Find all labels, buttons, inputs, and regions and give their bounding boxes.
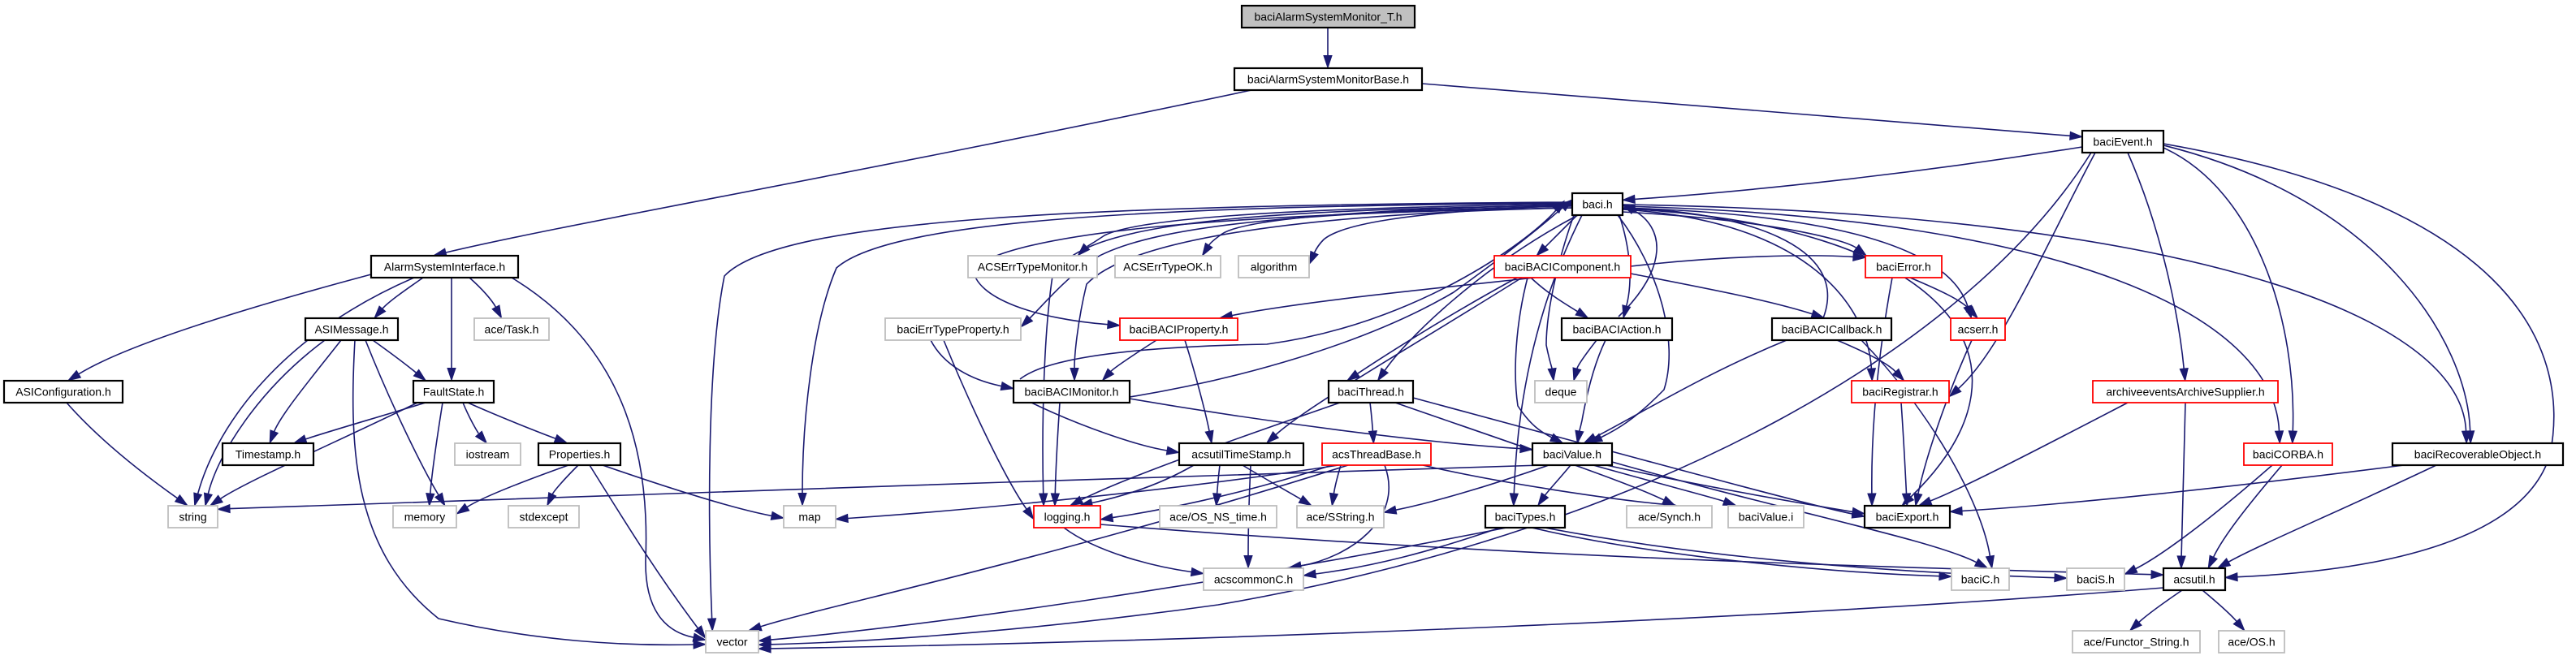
svg-text:baciError.h: baciError.h [1876,261,1931,274]
svg-text:baciValue.i: baciValue.i [1739,511,1793,524]
svg-text:string: string [179,511,206,524]
svg-text:baciBACIAction.h: baciBACIAction.h [1573,323,1662,336]
svg-text:stdexcept: stdexcept [520,511,568,524]
svg-text:ASIMessage.h: ASIMessage.h [314,323,388,336]
svg-text:archiveeventsArchiveSupplier.h: archiveeventsArchiveSupplier.h [2106,386,2264,399]
svg-text:logging.h: logging.h [1044,511,1091,524]
svg-text:FaultState.h: FaultState.h [423,386,485,399]
svg-text:baciEvent.h: baciEvent.h [2093,136,2152,149]
svg-text:baciValue.h: baciValue.h [1543,448,1601,461]
svg-text:ace/SString.h: ace/SString.h [1306,511,1374,524]
svg-text:baciBACICallback.h: baciBACICallback.h [1782,323,1882,336]
svg-text:algorithm: algorithm [1251,261,1298,274]
svg-text:acsutilTimeStamp.h: acsutilTimeStamp.h [1191,448,1290,461]
svg-text:acserr.h: acserr.h [1958,323,1999,336]
svg-text:baciErrTypeProperty.h: baciErrTypeProperty.h [897,323,1009,336]
svg-text:map: map [798,511,820,524]
svg-text:AlarmSystemInterface.h: AlarmSystemInterface.h [384,261,505,274]
svg-text:acsThreadBase.h: acsThreadBase.h [1332,448,1421,461]
svg-text:baciExport.h: baciExport.h [1876,511,1939,524]
svg-text:acsutil.h: acsutil.h [2173,573,2215,586]
svg-text:ace/Synch.h: ace/Synch.h [1638,511,1701,524]
svg-text:ace/OS_NS_time.h: ace/OS_NS_time.h [1169,511,1267,524]
svg-text:ACSErrTypeOK.h: ACSErrTypeOK.h [1123,261,1212,274]
svg-text:baci.h: baci.h [1582,198,1612,211]
svg-text:iostream: iostream [466,448,510,461]
svg-text:Timestamp.h: Timestamp.h [236,448,300,461]
svg-text:ACSErrTypeMonitor.h: ACSErrTypeMonitor.h [978,261,1087,274]
svg-text:baciAlarmSystemMonitorBase.h: baciAlarmSystemMonitorBase.h [1247,73,1409,86]
svg-text:ace/Task.h: ace/Task.h [485,323,539,336]
svg-text:ace/Functor_String.h: ace/Functor_String.h [2084,636,2189,649]
svg-text:baciS.h: baciS.h [2077,573,2115,586]
svg-text:ace/OS.h: ace/OS.h [2228,636,2275,649]
svg-text:baciC.h: baciC.h [1961,573,1999,586]
svg-text:baciCORBA.h: baciCORBA.h [2253,448,2323,461]
svg-text:baciBACIMonitor.h: baciBACIMonitor.h [1025,386,1119,399]
svg-text:memory: memory [404,511,446,524]
svg-text:vector: vector [716,636,747,649]
svg-text:deque: deque [1545,386,1577,399]
svg-text:Properties.h: Properties.h [549,448,610,461]
svg-text:baciBACIProperty.h: baciBACIProperty.h [1130,323,1229,336]
svg-text:acscommonC.h: acscommonC.h [1214,573,1293,586]
svg-text:baciRecoverableObject.h: baciRecoverableObject.h [2414,448,2541,461]
svg-text:baciThread.h: baciThread.h [1338,386,1404,399]
svg-text:baciAlarmSystemMonitor_T.h: baciAlarmSystemMonitor_T.h [1254,11,1402,24]
svg-text:baciTypes.h: baciTypes.h [1495,511,1556,524]
svg-text:ASIConfiguration.h: ASIConfiguration.h [15,386,111,399]
svg-text:baciRegistrar.h: baciRegistrar.h [1862,386,1938,399]
svg-text:baciBACIComponent.h: baciBACIComponent.h [1505,261,1620,274]
